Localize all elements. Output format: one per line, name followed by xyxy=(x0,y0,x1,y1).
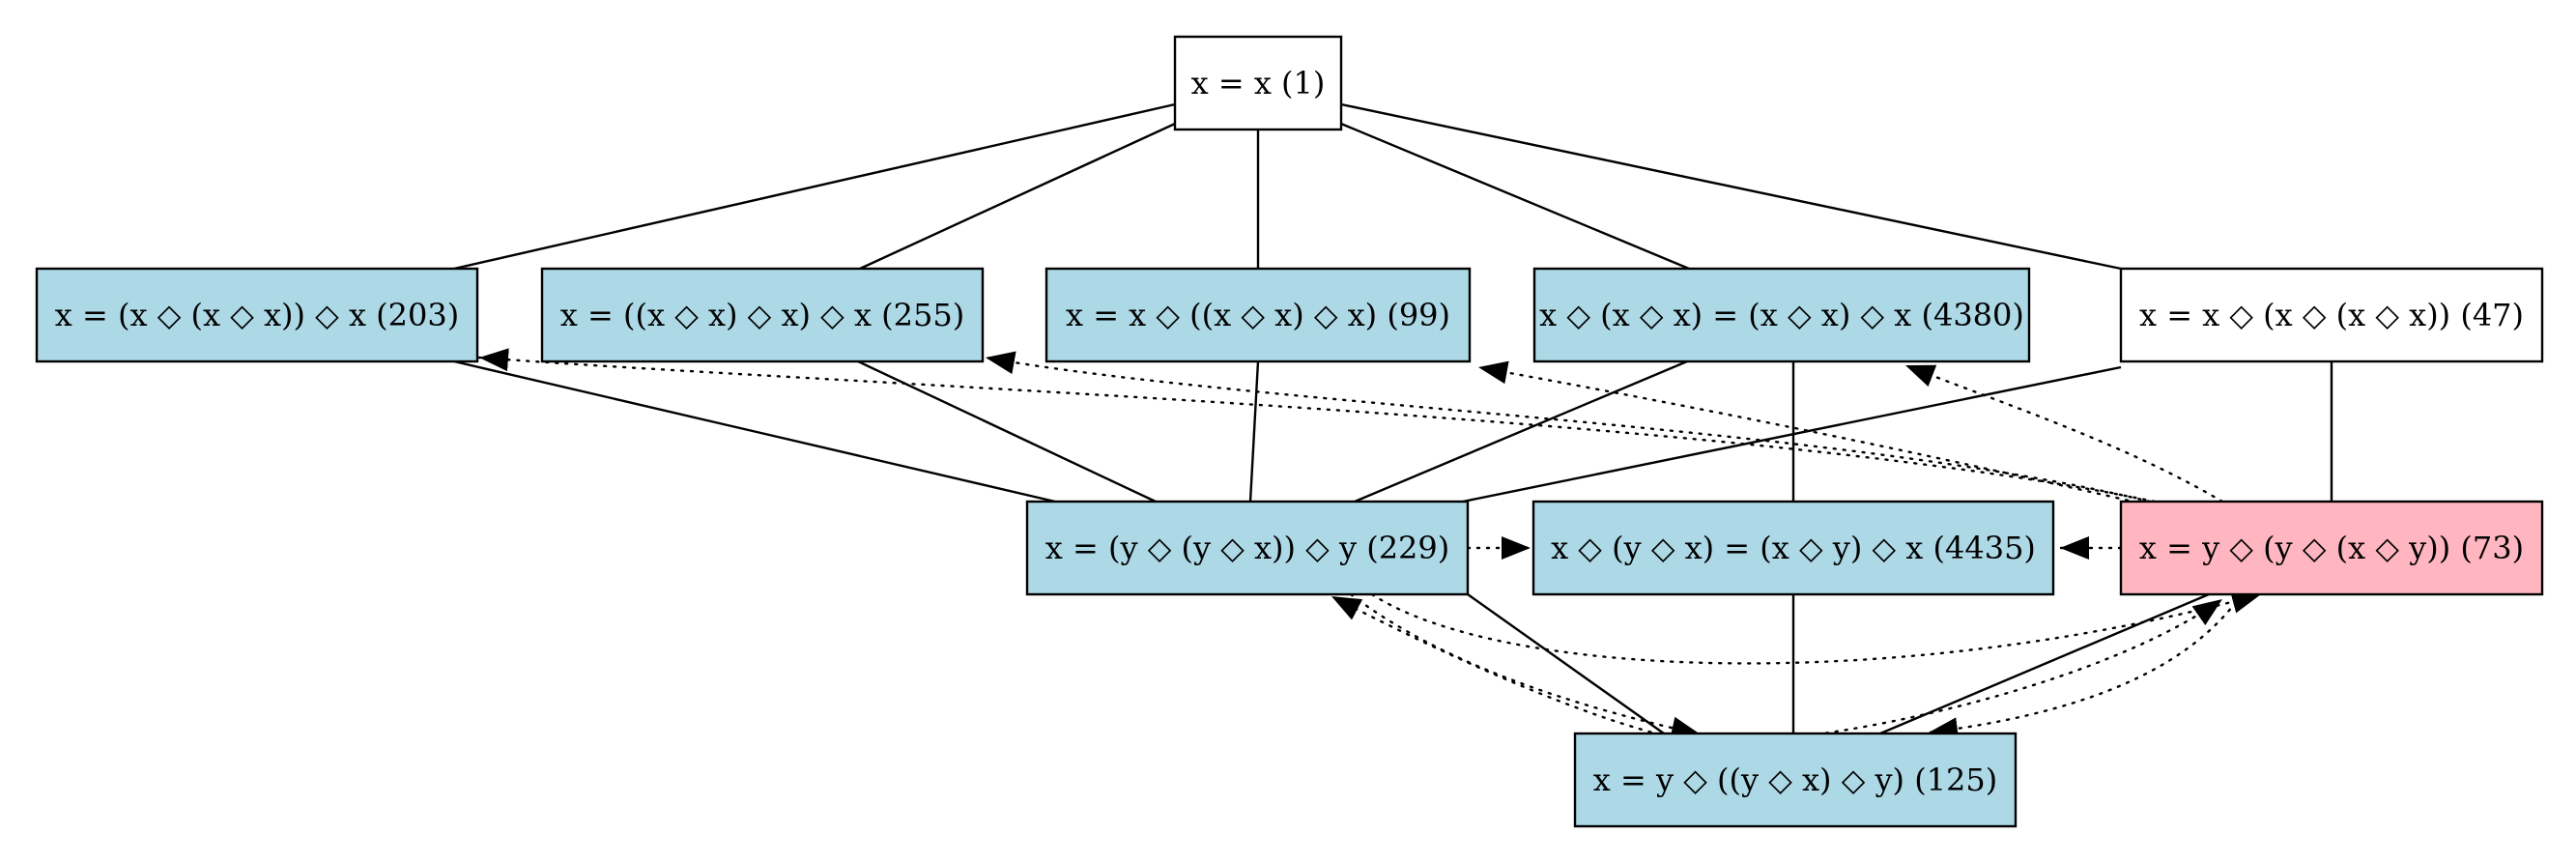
node-label: x = ((x ◇ x) ◇ x) ◇ x (255) xyxy=(560,297,964,333)
node-box xyxy=(2119,500,2544,596)
node-box xyxy=(1045,267,1472,363)
node-label: x = x ◇ ((x ◇ x) ◇ x) (99) xyxy=(1066,297,1450,333)
node-label: x ◇ (x ◇ x) = (x ◇ x) ◇ x (4380) xyxy=(1539,297,2024,333)
edge-n73-n125 xyxy=(1879,592,2210,735)
edge-n1-n47 xyxy=(1340,102,2122,271)
edge-n203-n229 xyxy=(453,360,1056,503)
arrow-n73-n125 xyxy=(1927,592,2244,741)
arrow-n125-n229 xyxy=(1330,594,1662,736)
node-label: x = y ◇ (y ◇ (x ◇ y)) (73) xyxy=(2139,530,2524,566)
node-n47: x = x ◇ (x ◇ (x ◇ x)) (47) xyxy=(2119,267,2544,363)
edge-n1-n203 xyxy=(453,102,1176,271)
nodes: x = x (1) x = (x ◇ (x ◇ x)) ◇ x (203) x = … xyxy=(35,35,2544,828)
node-n203: x = (x ◇ (x ◇ x)) ◇ x (203) xyxy=(35,267,479,363)
edge-n4380-n229 xyxy=(1354,360,1688,503)
edge-n99-n229 xyxy=(1248,360,1260,503)
node-box xyxy=(1573,732,2018,828)
node-box xyxy=(540,267,985,363)
arrow-n125-n73 xyxy=(1815,597,2224,736)
solid-edges xyxy=(453,102,2333,735)
node-box xyxy=(1532,267,2031,363)
arrow-n73-n203 xyxy=(477,348,2157,503)
edge-n47-n229 xyxy=(1462,365,2122,503)
node-n4380: x ◇ (x ◇ x) = (x ◇ x) ◇ x (4380) xyxy=(1532,267,2031,363)
node-n125: x = y ◇ ((y ◇ x) ◇ y) (125) xyxy=(1573,732,2018,828)
node-n1: x = x (1) xyxy=(1173,35,1343,131)
node-label: x = y ◇ ((y ◇ x) ◇ y) (125) xyxy=(1593,762,1998,798)
edge-n229-n125 xyxy=(1467,593,1665,734)
arrow-n73-n99 xyxy=(1476,360,2139,504)
arrow-n73-n255 xyxy=(984,351,2152,503)
arrow-n229-n73 xyxy=(1370,590,2263,665)
node-label: x = (x ◇ (x ◇ x)) ◇ x (203) xyxy=(55,297,459,333)
edge-n255-n229 xyxy=(857,360,1157,503)
arrow-n229-n125 xyxy=(1349,592,1703,740)
node-label: x = x (1) xyxy=(1191,65,1326,101)
node-n73: x = y ◇ (y ◇ (x ◇ y)) (73) xyxy=(2119,500,2544,596)
node-box xyxy=(35,267,479,363)
edge-n1-n255 xyxy=(859,122,1176,271)
node-box xyxy=(1025,500,1470,596)
node-box xyxy=(1173,35,1343,131)
node-box xyxy=(2119,267,2544,363)
edge-n1-n4380 xyxy=(1340,122,1690,271)
node-box xyxy=(1531,500,2055,596)
node-n99: x = x ◇ ((x ◇ x) ◇ x) (99) xyxy=(1045,267,1472,363)
arrow-n73-n4380 xyxy=(1903,363,2224,503)
node-n229: x = (y ◇ (y ◇ x)) ◇ y (229) xyxy=(1025,500,1470,596)
node-n4435: x ◇ (y ◇ x) = (x ◇ y) ◇ x (4435) xyxy=(1531,500,2055,596)
node-label: x = x ◇ (x ◇ (x ◇ x)) (47) xyxy=(2139,297,2524,333)
node-label: x = (y ◇ (y ◇ x)) ◇ y (229) xyxy=(1045,530,1450,566)
dotted-edges xyxy=(477,348,2263,741)
node-n255: x = ((x ◇ x) ◇ x) ◇ x (255) xyxy=(540,267,985,363)
node-label: x ◇ (y ◇ x) = (x ◇ y) ◇ x (4435) xyxy=(1551,530,2036,566)
